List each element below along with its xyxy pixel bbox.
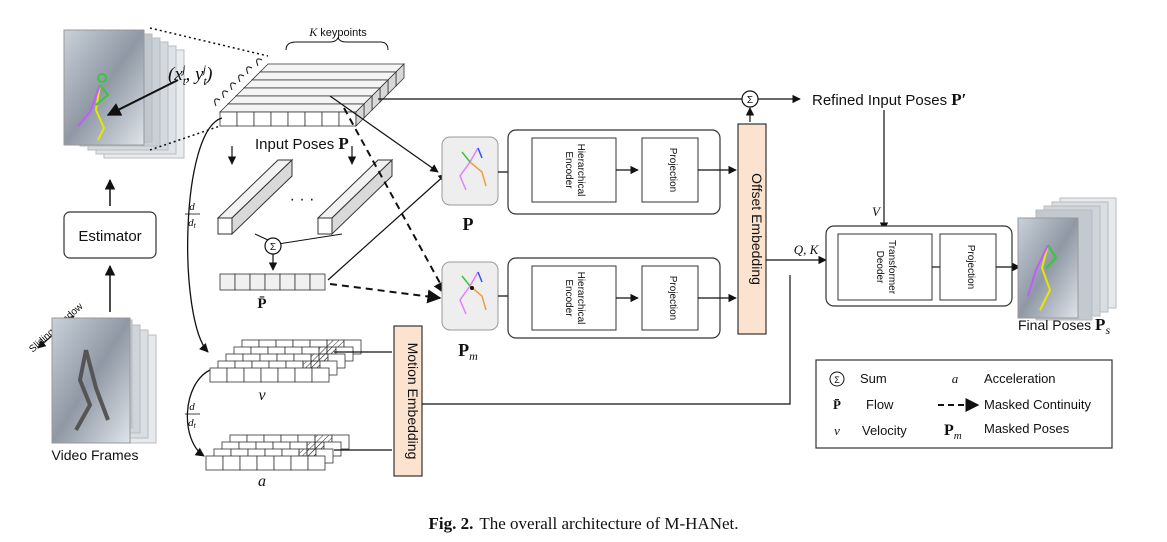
loop-arrows-top	[214, 58, 263, 107]
input-poses-label: Input Poses P	[255, 134, 349, 153]
caption-label: Fig. 2.	[428, 514, 474, 533]
svg-text:Projection: Projection	[667, 276, 678, 320]
svg-text:HierarchicalEncoder: HierarchicalEncoder	[563, 144, 586, 197]
svg-text:d: d	[189, 401, 195, 413]
svg-text:Acceleration: Acceleration	[984, 371, 1056, 386]
k-keypoints-brace	[285, 36, 389, 51]
pose-pm-icon	[441, 261, 499, 331]
svg-text:dt: dt	[188, 217, 197, 230]
svg-text:TransformerDeoder: TransformerDeoder	[874, 240, 897, 295]
svg-text:v: v	[834, 423, 840, 438]
coordinate-label: (xtj, ytj)	[168, 62, 212, 88]
svg-text:Flow: Flow	[866, 397, 894, 412]
svg-text:d: d	[189, 201, 195, 213]
svg-text:a: a	[952, 371, 959, 386]
legend-masked-continuity: Masked Continuity	[938, 397, 1091, 412]
svg-text:Σ: Σ	[834, 375, 840, 385]
svg-text:Pm: Pm	[944, 422, 962, 442]
transformer-block: TransformerDeoder Projection	[825, 225, 1021, 307]
svg-text:Σ: Σ	[747, 95, 753, 106]
temporal-bar-2	[316, 158, 394, 236]
acceleration-stack	[205, 434, 350, 471]
encoder-block-2: HierarchicalEncoder Projection	[507, 257, 737, 339]
legend-acceleration: a Acceleration	[952, 371, 1056, 386]
svg-text:Projection: Projection	[667, 148, 678, 192]
svg-text:Σ: Σ	[270, 242, 276, 253]
flow-row	[219, 273, 326, 291]
svg-text:Sum: Sum	[860, 371, 887, 386]
skeleton-overlay-icon	[77, 73, 110, 141]
input-poses-grid	[219, 63, 405, 127]
temporal-bar-1	[216, 158, 294, 236]
figure-caption: Fig. 2. The overall architecture of M-HAN…	[0, 514, 1167, 534]
coord-arrow	[106, 79, 179, 116]
bars-ellipsis: · · ·	[290, 191, 315, 208]
pose-p-icon	[441, 136, 499, 206]
flow-label: P̄	[257, 296, 266, 312]
velocity-label: v	[258, 387, 266, 404]
v-label: V	[872, 204, 882, 219]
svg-text:HierarchicalEncoder: HierarchicalEncoder	[563, 272, 586, 325]
pose-pm-label: Pm	[458, 340, 478, 363]
svg-text:Offset Embedding: Offset Embedding	[749, 173, 765, 285]
refined-poses-label: Refined Input Poses P′	[812, 90, 966, 109]
estimator-box: Estimator	[63, 211, 157, 259]
legend: Σ Sum P̄ Flow v Velocity a Acceleration …	[815, 359, 1113, 449]
qk-label: Q, K	[794, 242, 820, 257]
sum-node-top-icon: Σ	[741, 90, 759, 108]
encoder-block-1: HierarchicalEncoder Projection	[507, 129, 737, 215]
sum-node-icon: Σ	[264, 237, 282, 255]
video-frames-label: Video Frames	[52, 447, 139, 463]
derivative-curve-1	[187, 117, 223, 353]
svg-text:Projection: Projection	[965, 245, 976, 289]
acceleration-label: a	[258, 473, 266, 490]
legend-sum: Σ Sum	[829, 371, 887, 387]
legend-masked-poses: Pm Masked Poses	[944, 421, 1070, 442]
k-keypoints-label: K keypoints	[308, 25, 367, 39]
legend-velocity: v Velocity	[834, 423, 907, 438]
derivative-curve-2	[186, 369, 211, 457]
svg-text:Masked Continuity: Masked Continuity	[984, 397, 1091, 412]
velocity-stack	[209, 339, 362, 383]
output-frame-stack	[1017, 197, 1117, 321]
svg-text:Motion Embedding: Motion Embedding	[405, 343, 421, 460]
caption-text: The overall architecture of M-HANet.	[479, 514, 739, 533]
top-frame-stack	[63, 29, 185, 159]
svg-text:Velocity: Velocity	[862, 423, 907, 438]
pose-p-label: P	[463, 214, 474, 234]
legend-flow: P̄ Flow	[833, 397, 894, 412]
derivative-label-1: d dt	[185, 201, 200, 230]
svg-text:dt: dt	[188, 417, 197, 430]
svg-text:P̄: P̄	[833, 397, 841, 412]
final-poses-label: Final Poses Ps	[1018, 315, 1110, 337]
svg-text:Masked Poses: Masked Poses	[984, 421, 1070, 436]
bottom-frame-stack	[51, 317, 157, 444]
motion-embedding-box: Motion Embedding	[393, 325, 423, 477]
offset-embedding-box: Offset Embedding	[737, 123, 767, 335]
estimator-label: Estimator	[78, 228, 141, 245]
motion-to-qk-line	[422, 275, 791, 405]
